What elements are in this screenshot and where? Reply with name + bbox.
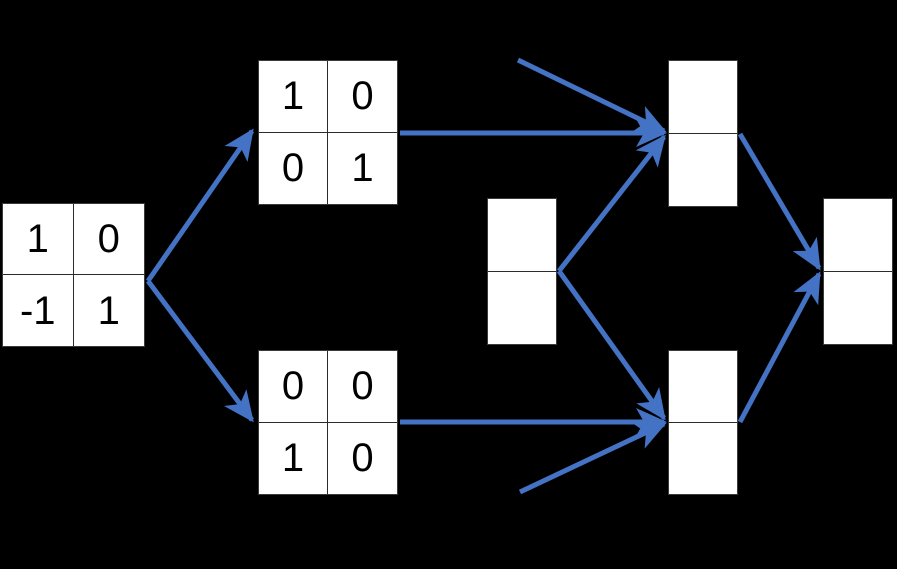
shift-matrix-cell-r0c0: 0 [259, 351, 328, 423]
identity-matrix-cell-r0c1: 0 [328, 61, 397, 133]
output-vector-box [823, 198, 893, 345]
top-right-vector-box [668, 60, 738, 207]
identity-matrix-cell-r1c1: 1 [328, 132, 397, 204]
bottom-right-vector-box [668, 350, 738, 495]
arrow-input-to-shift-matrix [145, 279, 255, 423]
arrow-external-into-top-right [516, 57, 667, 134]
top-right-vector-box-cell-r0c0 [669, 61, 737, 134]
identity-matrix-cell-r1c0: 0 [259, 132, 328, 204]
arrow-middle-to-top-right [557, 134, 666, 273]
bottom-right-vector-box-cell-r0c0 [669, 351, 737, 423]
middle-vector-box [487, 198, 557, 345]
arrow-middle-to-bottom-right [556, 269, 667, 421]
identity-matrix-cell-r0c0: 1 [259, 61, 328, 133]
middle-vector-box-cell-r1c0 [488, 271, 556, 344]
input-matrix-cell-r1c1: 1 [73, 275, 144, 346]
arrow-input-to-identity-matrix [145, 128, 255, 283]
input-matrix-cell-r0c1: 0 [73, 204, 144, 275]
input-matrix-cell-r0c0: 1 [3, 204, 74, 275]
shift-matrix-cell-r0c1: 0 [328, 351, 397, 423]
arrow-bottom-right-to-output [737, 271, 822, 424]
shift-matrix-cell-r1c1: 0 [328, 422, 397, 494]
middle-vector-box-cell-r0c0 [488, 199, 556, 272]
top-right-vector-box-cell-r1c0 [669, 133, 737, 206]
arrow-external-into-bottom-right [518, 421, 667, 495]
shift-matrix-cell-r1c0: 1 [259, 422, 328, 494]
arrow-top-right-to-output [737, 132, 822, 271]
output-vector-box-cell-r1c0 [824, 271, 892, 344]
input-matrix-cell-r1c0: -1 [3, 275, 74, 346]
output-vector-box-cell-r0c0 [824, 199, 892, 272]
bottom-right-vector-box-cell-r1c0 [669, 422, 737, 494]
